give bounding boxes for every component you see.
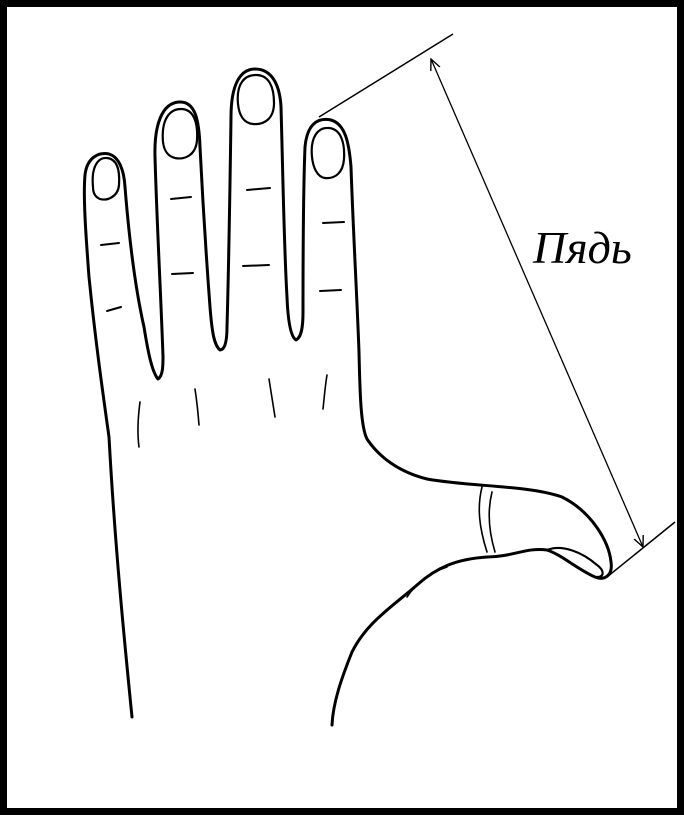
span-arrow [431,59,643,547]
ring-finger [155,102,227,357]
palm-lines [138,375,495,597]
index-finger-nail [312,128,344,178]
hand-outline [84,69,611,725]
hand-diagram [7,7,684,822]
span-label: Пядь [533,225,632,271]
index-finger [303,119,611,725]
little-finger-nail [93,158,120,200]
extension-line-top [319,34,453,117]
little-finger [84,154,163,717]
extension-line-bottom [607,522,675,577]
span-measurement [319,34,675,577]
middle-finger-nail [238,75,274,124]
ring-finger-nail [163,109,197,158]
